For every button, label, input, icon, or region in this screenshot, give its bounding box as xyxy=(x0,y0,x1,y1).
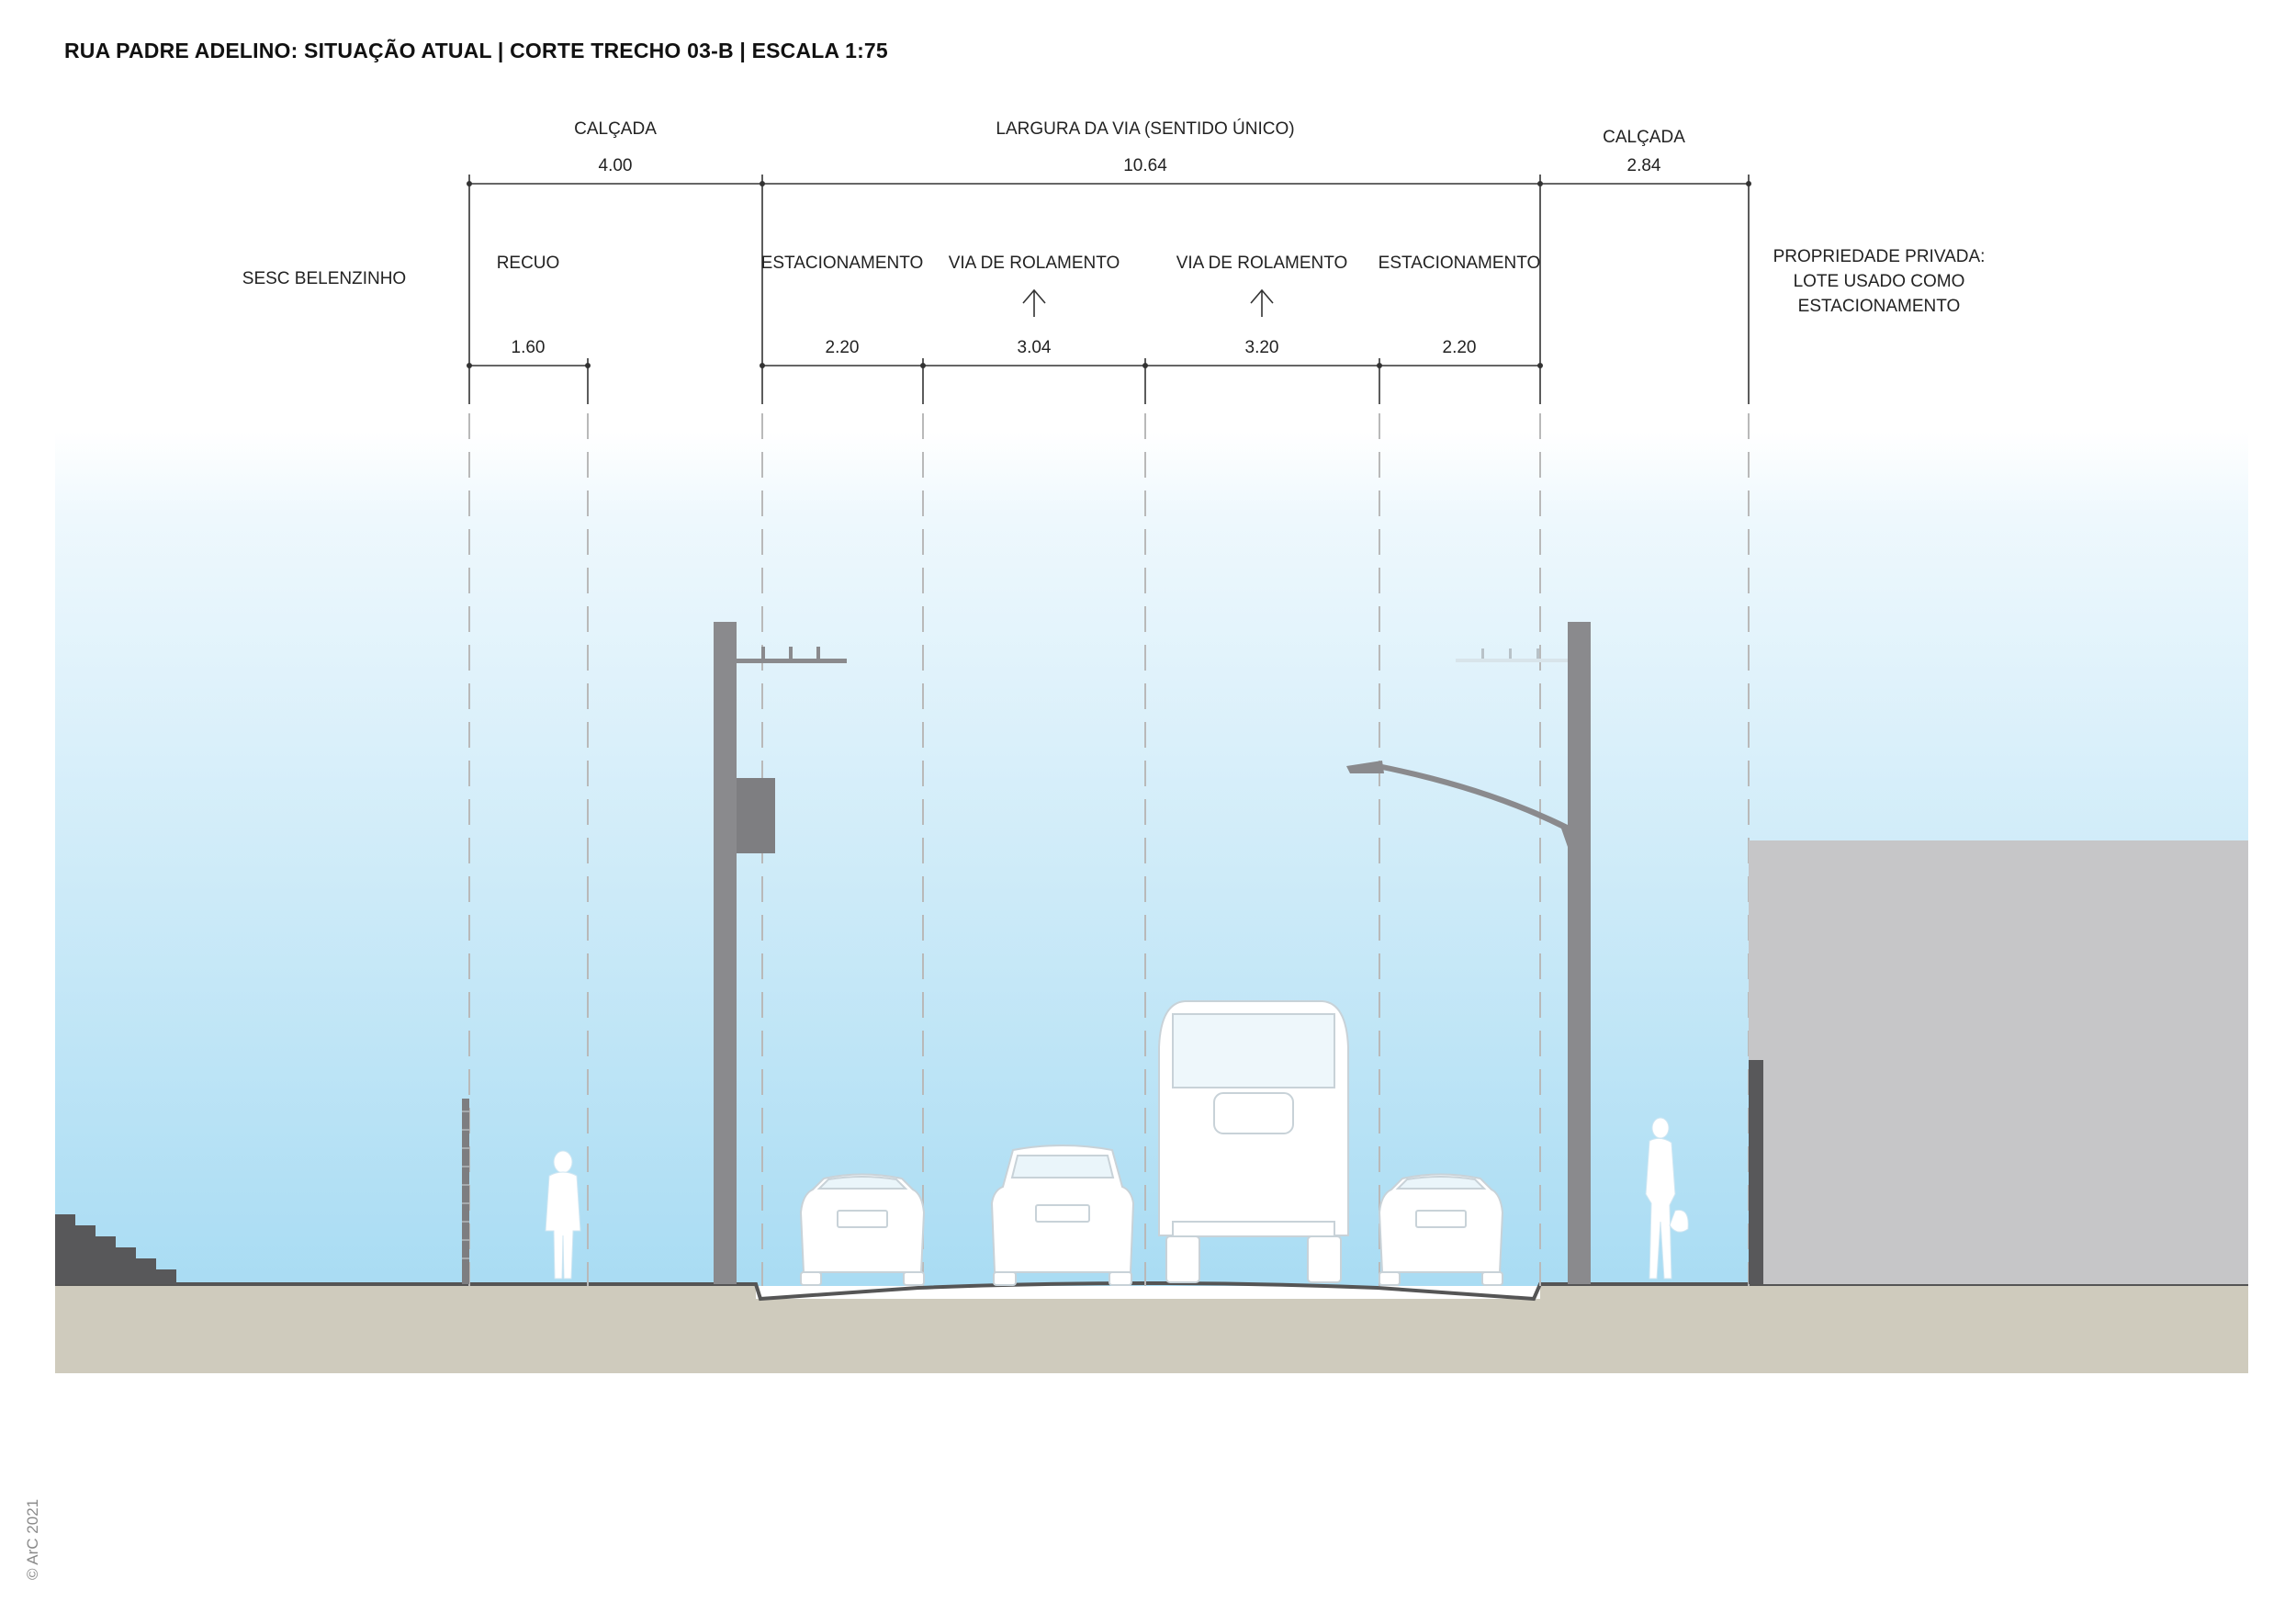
zone-width-parking-right: 2.20 xyxy=(1442,338,1477,357)
street-lamp xyxy=(1382,764,1568,847)
fence-post xyxy=(462,1099,469,1284)
zone-label-recuo: RECUO xyxy=(496,254,560,273)
up-arrow-icon xyxy=(1022,288,1046,317)
copyright-note: © ArC 2021 xyxy=(24,1498,41,1580)
sidewalk-right-width: 2.84 xyxy=(1626,156,1661,175)
private-building xyxy=(1749,840,2248,1284)
sidewalk-right-label: CALÇADA xyxy=(1603,128,1685,147)
zone-width-recuo: 1.60 xyxy=(511,338,546,357)
pedestrian-icon xyxy=(545,1150,581,1280)
road-width-label: LARGURA DA VIA (SENTIDO ÚNICO) xyxy=(996,119,1295,139)
stairs xyxy=(55,1214,176,1284)
up-arrow-icon xyxy=(1250,288,1274,317)
car-icon xyxy=(990,1145,1135,1286)
zone-width-parking-left: 2.20 xyxy=(825,338,860,357)
zone-label-parking-left: ESTACIONAMENTO xyxy=(760,254,924,273)
page-title: RUA PADRE ADELINO: SITUAÇÃO ATUAL | CORT… xyxy=(64,39,888,62)
boundary-wall xyxy=(1749,1060,1763,1284)
zone-label-parking-right: ESTACIONAMENTO xyxy=(1378,254,1541,273)
zone-width-lane-2: 3.20 xyxy=(1244,338,1279,357)
sidewalk-left-label: CALÇADA xyxy=(574,119,657,139)
zone-width-lane-1: 3.04 xyxy=(1017,338,1052,357)
top-dimension-line xyxy=(468,175,1750,404)
right-property-label: PROPRIEDADE PRIVADA: LOTE USADO COMO EST… xyxy=(1773,247,1986,316)
dimension-ticks xyxy=(467,181,1751,368)
ground-section xyxy=(55,1284,2248,1373)
zone-label-lane-1: VIA DE ROLAMENTO xyxy=(948,254,1120,273)
parked-car-icon xyxy=(799,1173,926,1286)
parked-car-icon xyxy=(1378,1173,1504,1286)
bus-icon xyxy=(1158,1000,1349,1283)
sidewalk-left-width: 4.00 xyxy=(598,156,633,175)
pedestrian-icon xyxy=(1645,1117,1689,1280)
road-width-value: 10.64 xyxy=(1123,156,1167,175)
utility-pole-left xyxy=(714,622,847,1284)
utility-pole-right xyxy=(1346,622,1591,1284)
left-property-label: SESC BELENZINHO xyxy=(242,269,407,288)
zone-label-lane-2: VIA DE ROLAMENTO xyxy=(1176,254,1348,273)
